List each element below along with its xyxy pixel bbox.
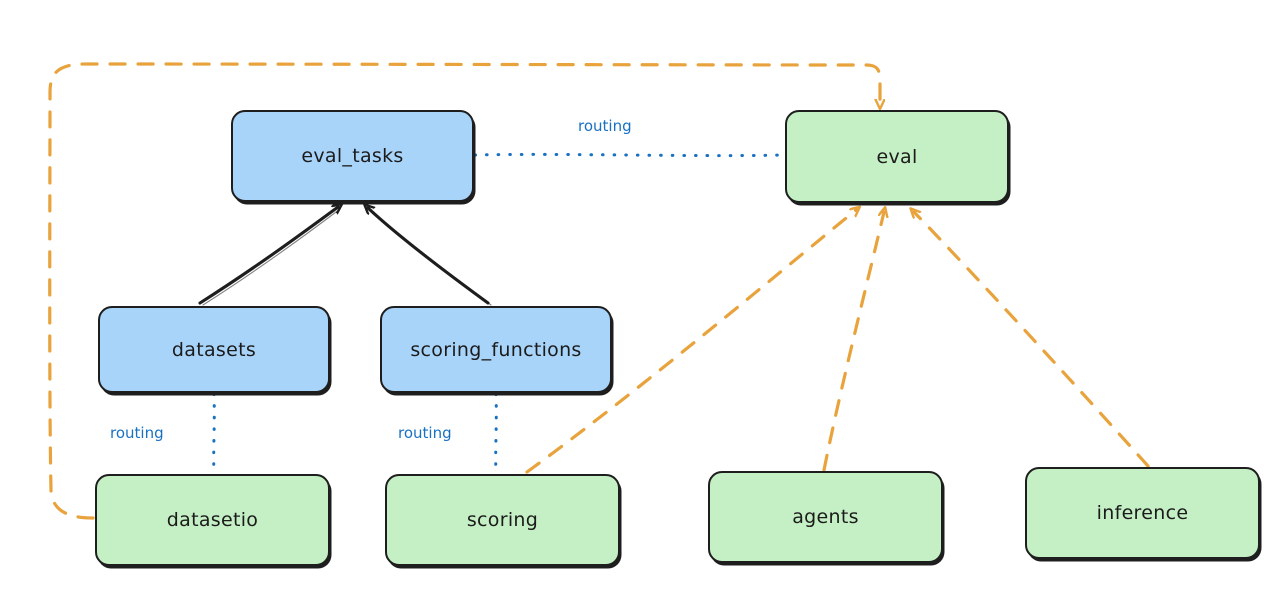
edge-datasets-eval_tasks xyxy=(198,207,340,306)
edge-label-routing-datasets: routing xyxy=(110,424,164,442)
node-label-datasetio: datasetio xyxy=(166,509,259,531)
edge-datasets-datasetio xyxy=(212,392,216,475)
node-label-eval: eval xyxy=(876,145,918,168)
edge-eval_tasks-eval xyxy=(473,152,786,158)
edge-agents-eval xyxy=(822,212,884,472)
edge-scoring-eval xyxy=(525,210,856,474)
node-label-scoring-functions: scoring_functions xyxy=(410,338,582,361)
edge-inference-eval xyxy=(914,212,1150,468)
node-inference[interactable]: inference xyxy=(1025,467,1260,559)
node-label-agents: agents xyxy=(792,506,859,528)
node-label-eval-tasks: eval_tasks xyxy=(301,145,404,167)
node-agents[interactable]: agents xyxy=(708,471,943,563)
node-eval[interactable]: eval xyxy=(785,110,1009,203)
node-datasetio[interactable]: datasetio xyxy=(95,474,330,566)
edge-label-routing-scoring: routing xyxy=(398,424,452,442)
node-datasets[interactable]: datasets xyxy=(98,306,330,393)
node-scoring-functions[interactable]: scoring_functions xyxy=(380,306,612,393)
node-label-inference: inference xyxy=(1096,502,1189,524)
edge-scoring_functions-scoring xyxy=(494,392,498,475)
node-label-scoring: scoring xyxy=(466,509,539,531)
node-label-datasets: datasets xyxy=(171,338,257,361)
node-eval-tasks[interactable]: eval_tasks xyxy=(231,110,474,202)
node-scoring[interactable]: scoring xyxy=(385,474,620,566)
edge-label-routing-eval: routing xyxy=(578,117,632,135)
edge-datasetio-eval xyxy=(48,62,880,520)
edge-scoring_functions-eval_tasks xyxy=(368,208,492,306)
